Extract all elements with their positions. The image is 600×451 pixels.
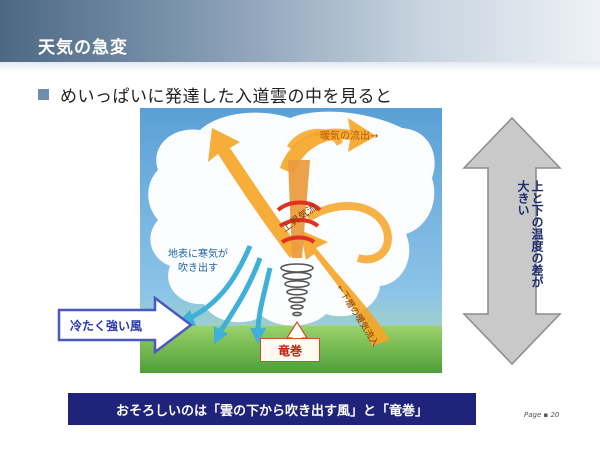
cold-air-label: 地表に寒気が 吹き出す [168, 248, 228, 276]
temperature-difference-arrow [462, 116, 562, 366]
warm-outflow-right-arrow [280, 118, 376, 174]
cold-downdraft-arrow-1 [184, 244, 253, 323]
warm-swirl-top [286, 128, 344, 151]
red-swirl-3 [280, 235, 316, 244]
warm-inflow-arrow [300, 230, 390, 346]
tornado-funnel [280, 263, 314, 317]
thundercloud-diagram [140, 108, 442, 373]
tornado-label: 竜巻 [260, 338, 320, 362]
cold-downdraft-arrow-2 [217, 257, 263, 334]
cold-strong-wind-label: 冷たく強い風 [69, 318, 142, 333]
slide-title: 天気の急変 [38, 38, 128, 58]
cold-downdraft-arrow-3 [255, 267, 273, 333]
temperature-difference-label: 上と下の温度の差が大きい [516, 180, 544, 288]
cold-downdraft-arrow-2-head [214, 326, 228, 344]
cold-downdraft-arrow-3-head [250, 328, 266, 344]
outflow-label: 暖気の流出→ [320, 131, 379, 142]
cold-air-label-line1: 地表に寒気が [168, 249, 228, 260]
warm-outflow-left-arrow [208, 128, 300, 258]
bullet-text: めいっぱいに発達した入道雲の中を見ると [60, 87, 393, 107]
cold-strong-wind-arrow [57, 296, 194, 354]
cold-air-label-line2: 吹き出す [178, 263, 218, 274]
red-swirl-2 [278, 218, 320, 228]
bullet-square-icon [38, 89, 49, 100]
red-swirl-1 [276, 200, 322, 212]
title-bar: 天気の急変 [0, 0, 600, 62]
cold-strong-wind-arrow-shape [57, 296, 194, 354]
updraft-cone [288, 160, 310, 258]
temperature-difference-arrow-shape [462, 116, 562, 366]
title-divider [0, 62, 600, 72]
bottom-banner: おそろしいのは「雲の下から吹き出す風」と「竜巻」 [68, 393, 476, 425]
page-number: Page ▪ 20 [524, 411, 560, 419]
warm-swirl-right [305, 202, 392, 264]
